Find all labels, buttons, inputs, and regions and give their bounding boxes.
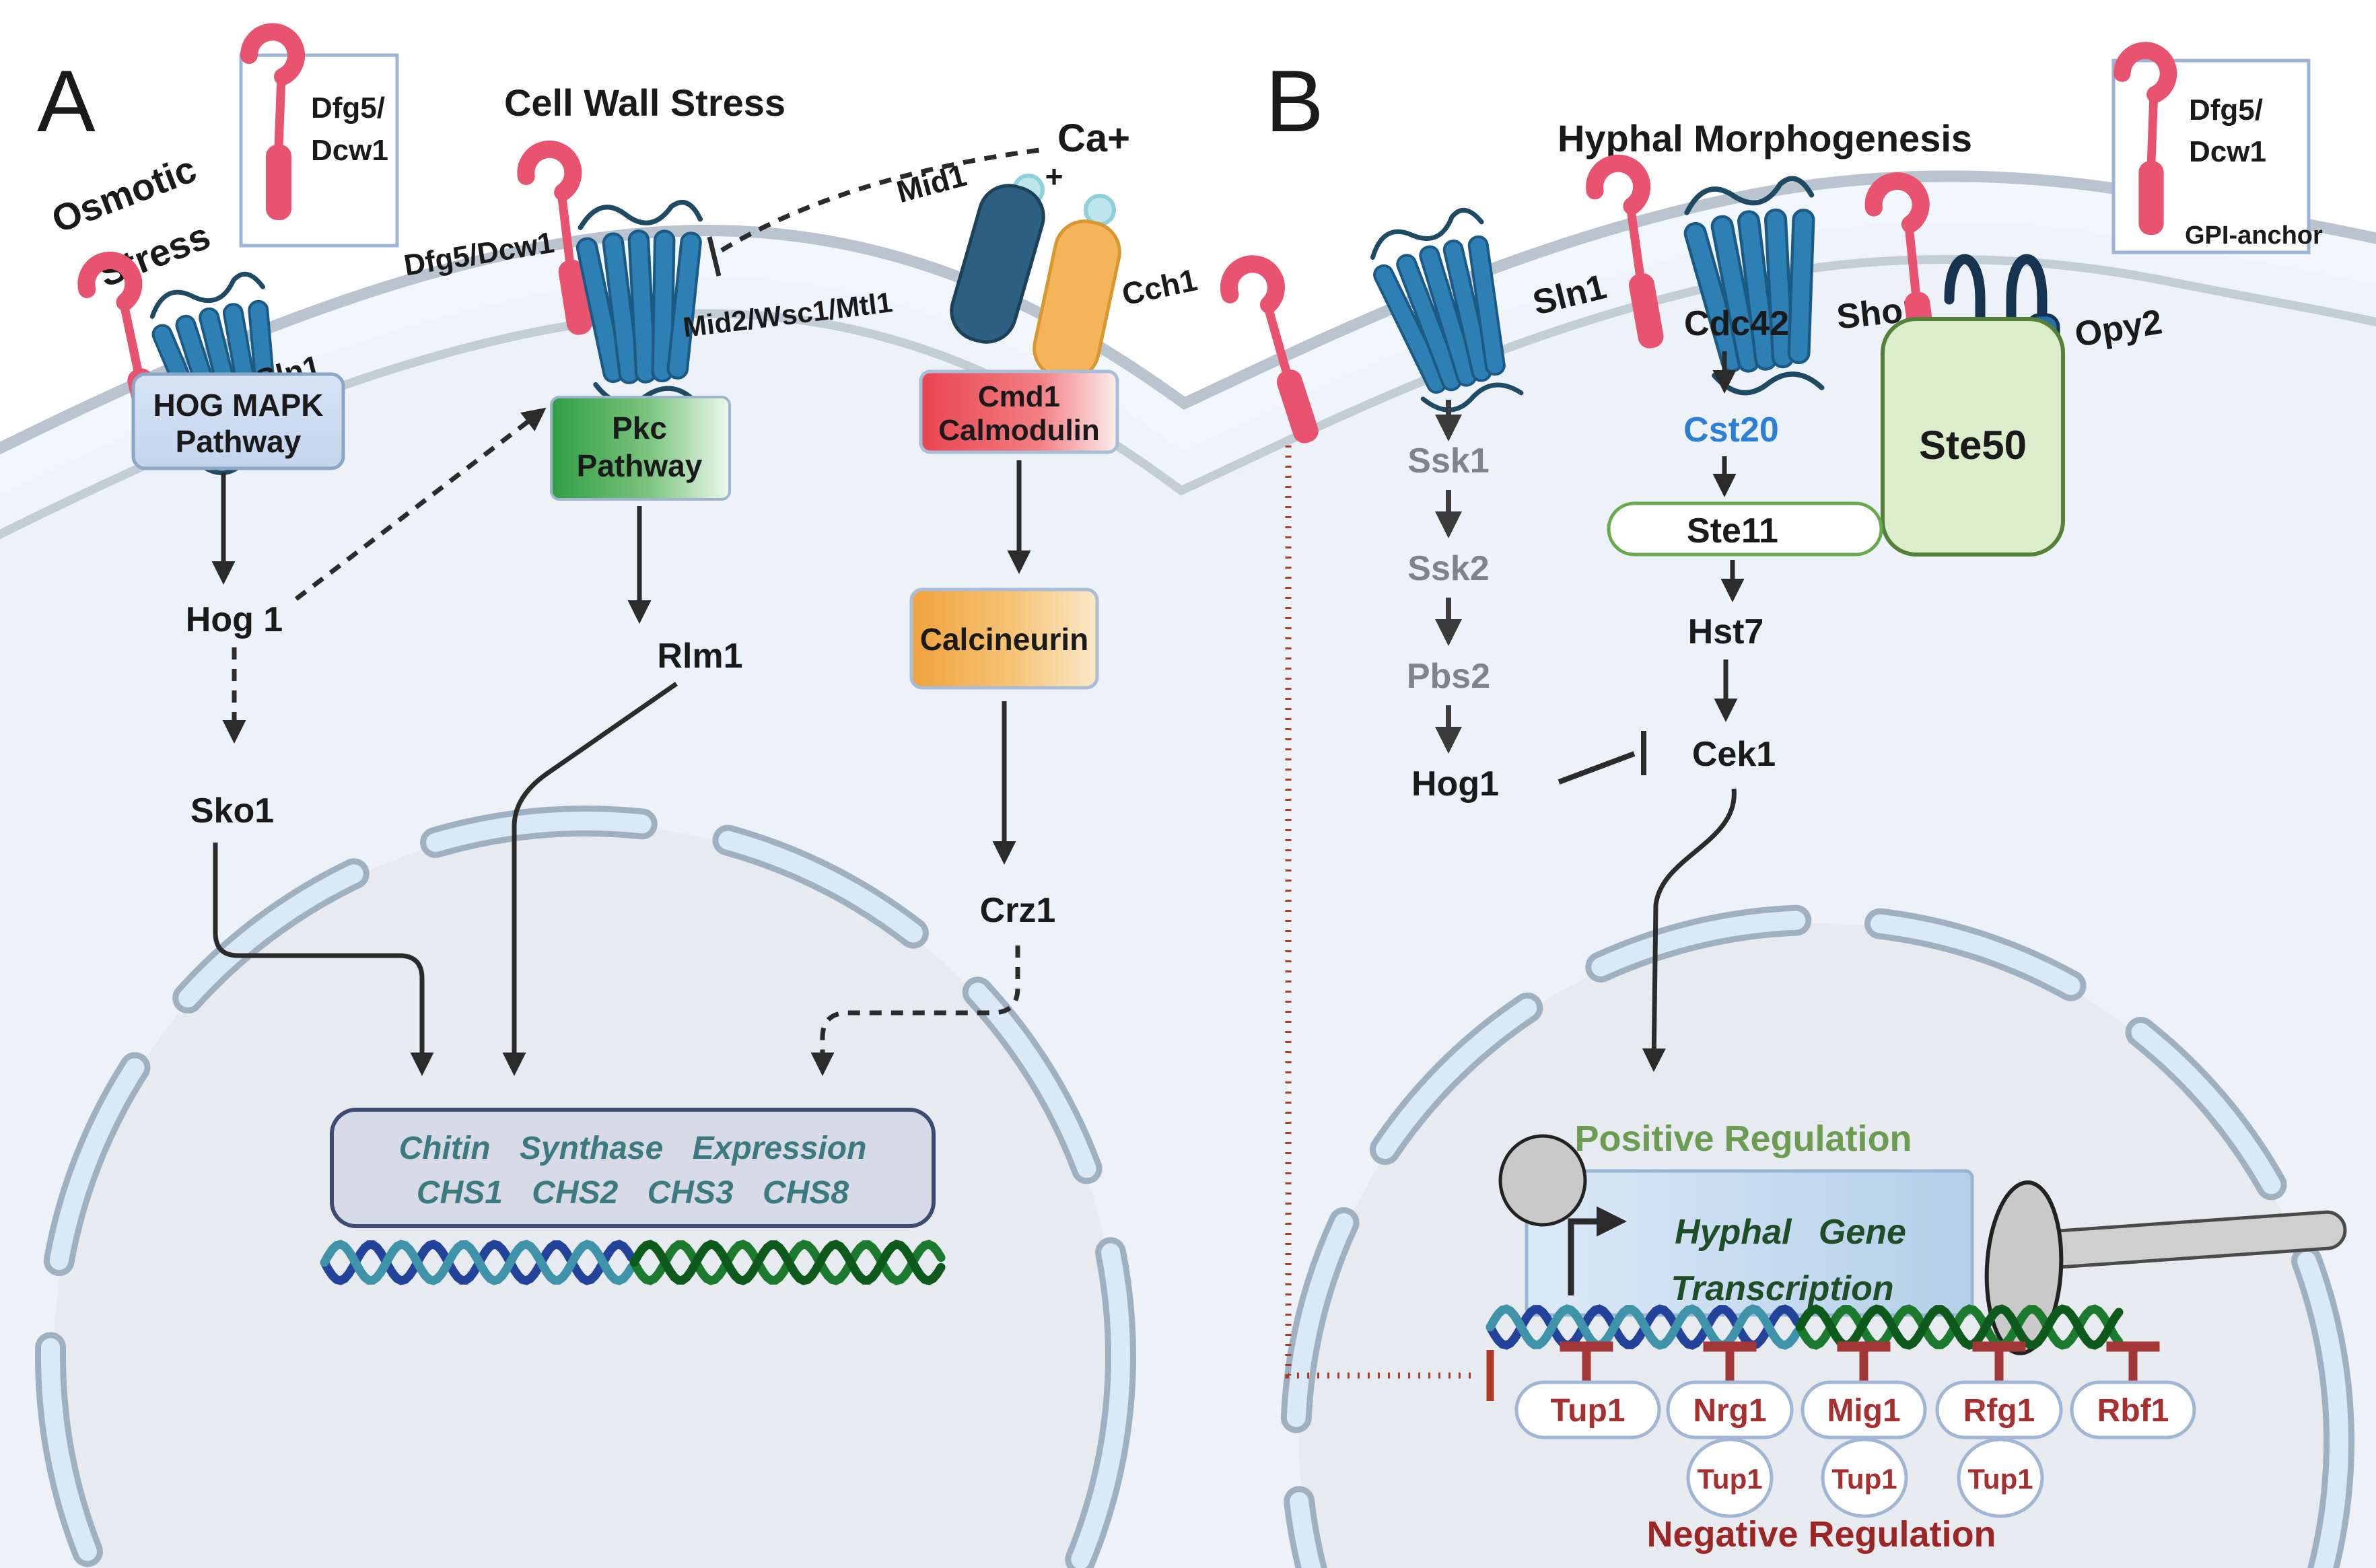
arrow-sko1-to-chitin [213,843,434,1076]
chitin-line2: CHS1 CHS2 CHS3 CHS8 [417,1175,849,1211]
chitin-line1: Chitin Synthase Expression [399,1131,867,1166]
legend-a-line2: Dcw1 [311,134,388,167]
positive-regulation-label: Positive Regulation [1574,1118,1912,1159]
cmd1-line2: Calmodulin [938,414,1100,447]
cek1: Cek1 [1692,735,1776,774]
repressor-mig1: Mig1 [1827,1393,1900,1429]
membrane-tick [707,236,722,277]
legend-a: Dfg5/ Dcw1 [239,32,399,248]
legend-b-anchor: GPI-anchor [2185,221,2323,250]
chitin-synthase-box: Chitin Synthase Expression CHS1 CHS2 CHS… [330,1108,936,1228]
repressor-row: Tup1 Nrg1 Mig1 Rfg1 Rbf1 [1514,1380,2196,1439]
cst20: Cst20 [1683,411,1779,450]
repressor-rbf1: Rbf1 [2097,1393,2169,1429]
repressor-tbars [1560,1341,2160,1382]
negative-regulation-label: Negative Regulation [1646,1514,1996,1555]
panel-a-title: Cell Wall Stress [504,81,785,124]
dna-helix-b [1486,1304,2124,1350]
mid1-label: Mid1 [893,157,971,209]
hog-mapk-box: HOG MAPK Pathway [131,372,345,470]
nucleolus-left [1498,1134,1587,1227]
arrow-cek1-to-nucleus [1642,788,1737,1072]
panel-a-letter: A [37,52,96,150]
repressor-nrg1: Nrg1 [1693,1393,1766,1429]
cch1-label: Cch1 [1119,262,1200,312]
repressor-tup1: Tup1 [1550,1393,1625,1429]
red-dotted-sln1-to-tup1 [1285,446,1478,1379]
corepressor-tup1: Tup1 [1831,1463,1897,1495]
transcription-start-arrow [1568,1206,1627,1295]
repressor-rfg1: Rfg1 [1963,1393,2035,1429]
ca-label: Ca+ [1057,116,1130,160]
hyphal-line2: Transcription [1671,1269,1893,1308]
hog-box-line1: HOG MAPK [153,388,324,423]
calcineurin-box: Calcineurin [909,587,1099,690]
hog1-b: Hog1 [1411,764,1499,804]
arrow-rlm1-to-chitin [502,682,678,1076]
mid1-channel [950,184,1045,344]
cmd1-calmodulin-box: Cmd1 Calmodulin [919,369,1119,454]
rlm1: Rlm1 [657,637,742,676]
ca-plus: + [1045,159,1063,194]
dashed-arrow-hog1-pkc [294,407,547,601]
dashed-arrow-crz1-to-chitin [810,946,1020,1076]
pbs2: Pbs2 [1407,657,1490,696]
inhibition-hog1-cek1 [1558,751,1636,785]
panel-b-title: Hyphal Morphogenesis [1558,117,1972,159]
crz1: Crz1 [980,891,1056,930]
hyphal-line1: Hyphal Gene [1675,1213,1906,1252]
legend-b-line2: Dcw1 [2189,135,2266,168]
ste11-label: Ste11 [1687,511,1778,550]
pkc-pathway-box: Pkc Pathway [550,396,731,501]
panel-b-letter: B [1265,52,1324,150]
dashed-link-to-ca [720,147,1045,252]
hog1-a: Hog 1 [186,600,283,639]
legend-a-line1: Dfg5/ [311,92,385,124]
cmd1-line1: Cmd1 [978,380,1060,413]
dna-helix-a [320,1240,946,1285]
legend-b: Dfg5/ Dcw1 GPI-anchor [2111,50,2323,254]
hyphal-gene-box: Hyphal Gene Transcription [1525,1169,1974,1317]
corepressor-row: Tup1 Tup1 Tup1 [1686,1437,2044,1518]
sko1: Sko1 [190,791,274,830]
corepressor-tup1: Tup1 [1967,1463,2033,1495]
ssk1: Ssk1 [1407,441,1489,480]
ste50-label: Ste50 [1919,423,2027,468]
ste11-pill: Ste11 [1607,501,1883,557]
corepressor-tup1: Tup1 [1697,1463,1762,1495]
hog-box-line2: Pathway [176,424,302,459]
legend-b-line1: Dfg5/ [2189,94,2263,127]
pkc-line1: Pkc [612,411,667,446]
calcineurin-label: Calcineurin [920,622,1089,657]
ssk2: Ssk2 [1407,549,1489,588]
hst7: Hst7 [1688,612,1764,651]
ste50-box: Ste50 [1881,317,2065,557]
pkc-line2: Pathway [577,448,703,483]
calcium-ion [1084,194,1116,226]
cdc42: Cdc42 [1684,304,1789,343]
